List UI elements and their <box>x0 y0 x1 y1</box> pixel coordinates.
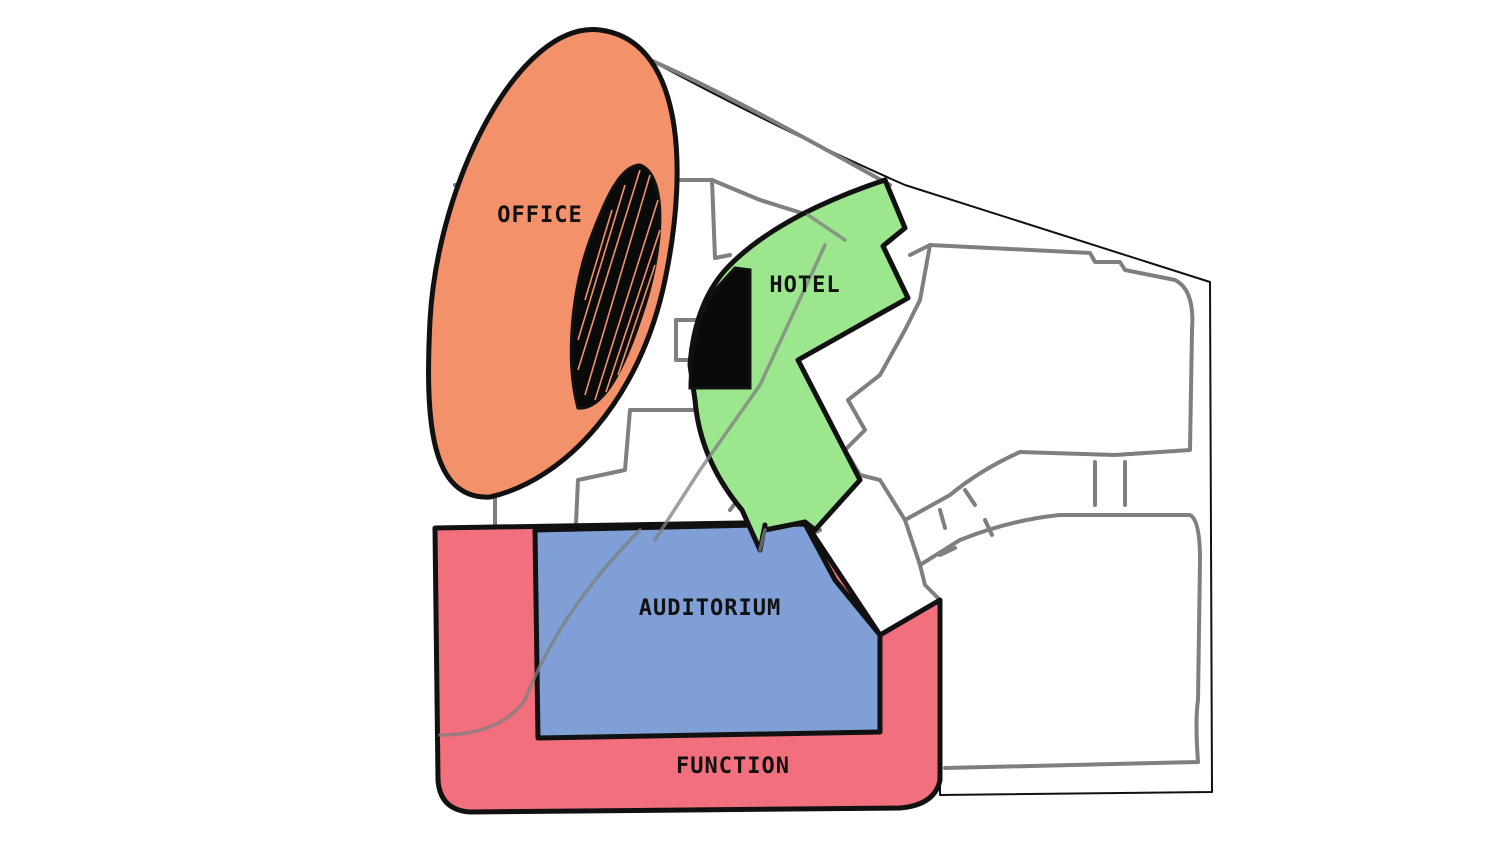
hotel-core <box>688 266 752 390</box>
auditorium-label: AUDITORIUM <box>639 596 781 621</box>
function-label: FUNCTION <box>676 754 790 779</box>
overlay-plan-lines <box>438 213 847 737</box>
office-core-hatch <box>577 169 661 401</box>
hotel-label: HOTEL <box>769 273 840 298</box>
office-label: OFFICE <box>497 203 582 228</box>
office-core <box>569 163 662 410</box>
